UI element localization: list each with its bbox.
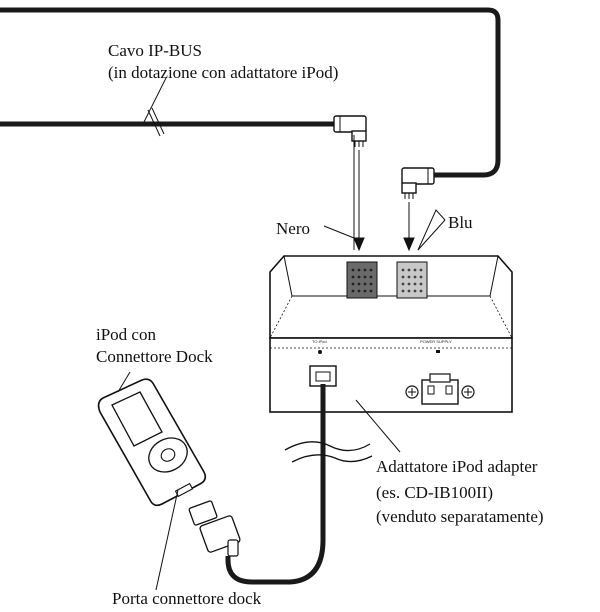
dock-port-label: Porta connettore dock bbox=[112, 589, 262, 608]
blu-label: Blu bbox=[448, 213, 473, 232]
label-leaders bbox=[117, 77, 401, 591]
adapter-label-line3: (venduto separatamente) bbox=[376, 507, 544, 526]
cable-break-marks bbox=[284, 441, 373, 463]
ipod-adapter-box: TO iPod POWER SUPPLY bbox=[269, 255, 513, 413]
dock-cable bbox=[188, 384, 326, 585]
ipod-device bbox=[97, 378, 207, 507]
ip-bus-cable bbox=[0, 7, 501, 178]
pointer-lines bbox=[323, 135, 446, 252]
ipod-label-line2: Connettore Dock bbox=[96, 347, 213, 366]
nero-plug bbox=[333, 115, 367, 147]
nero-label: Nero bbox=[276, 219, 310, 238]
ipod-label-line1: iPod con bbox=[96, 325, 156, 344]
adapter-label-line2: (es. CD-IB100II) bbox=[376, 483, 494, 502]
to-ipod-print: TO iPod bbox=[312, 339, 327, 344]
blu-plug bbox=[401, 167, 435, 199]
adapter-label-line1: Adattatore iPod adapter bbox=[376, 457, 538, 476]
power-supply-print: POWER SUPPLY bbox=[420, 339, 452, 344]
ip-bus-cable-label: Cavo IP-BUS bbox=[108, 41, 202, 60]
ip-bus-cable-note: (in dotazione con adattatore iPod) bbox=[108, 63, 339, 82]
